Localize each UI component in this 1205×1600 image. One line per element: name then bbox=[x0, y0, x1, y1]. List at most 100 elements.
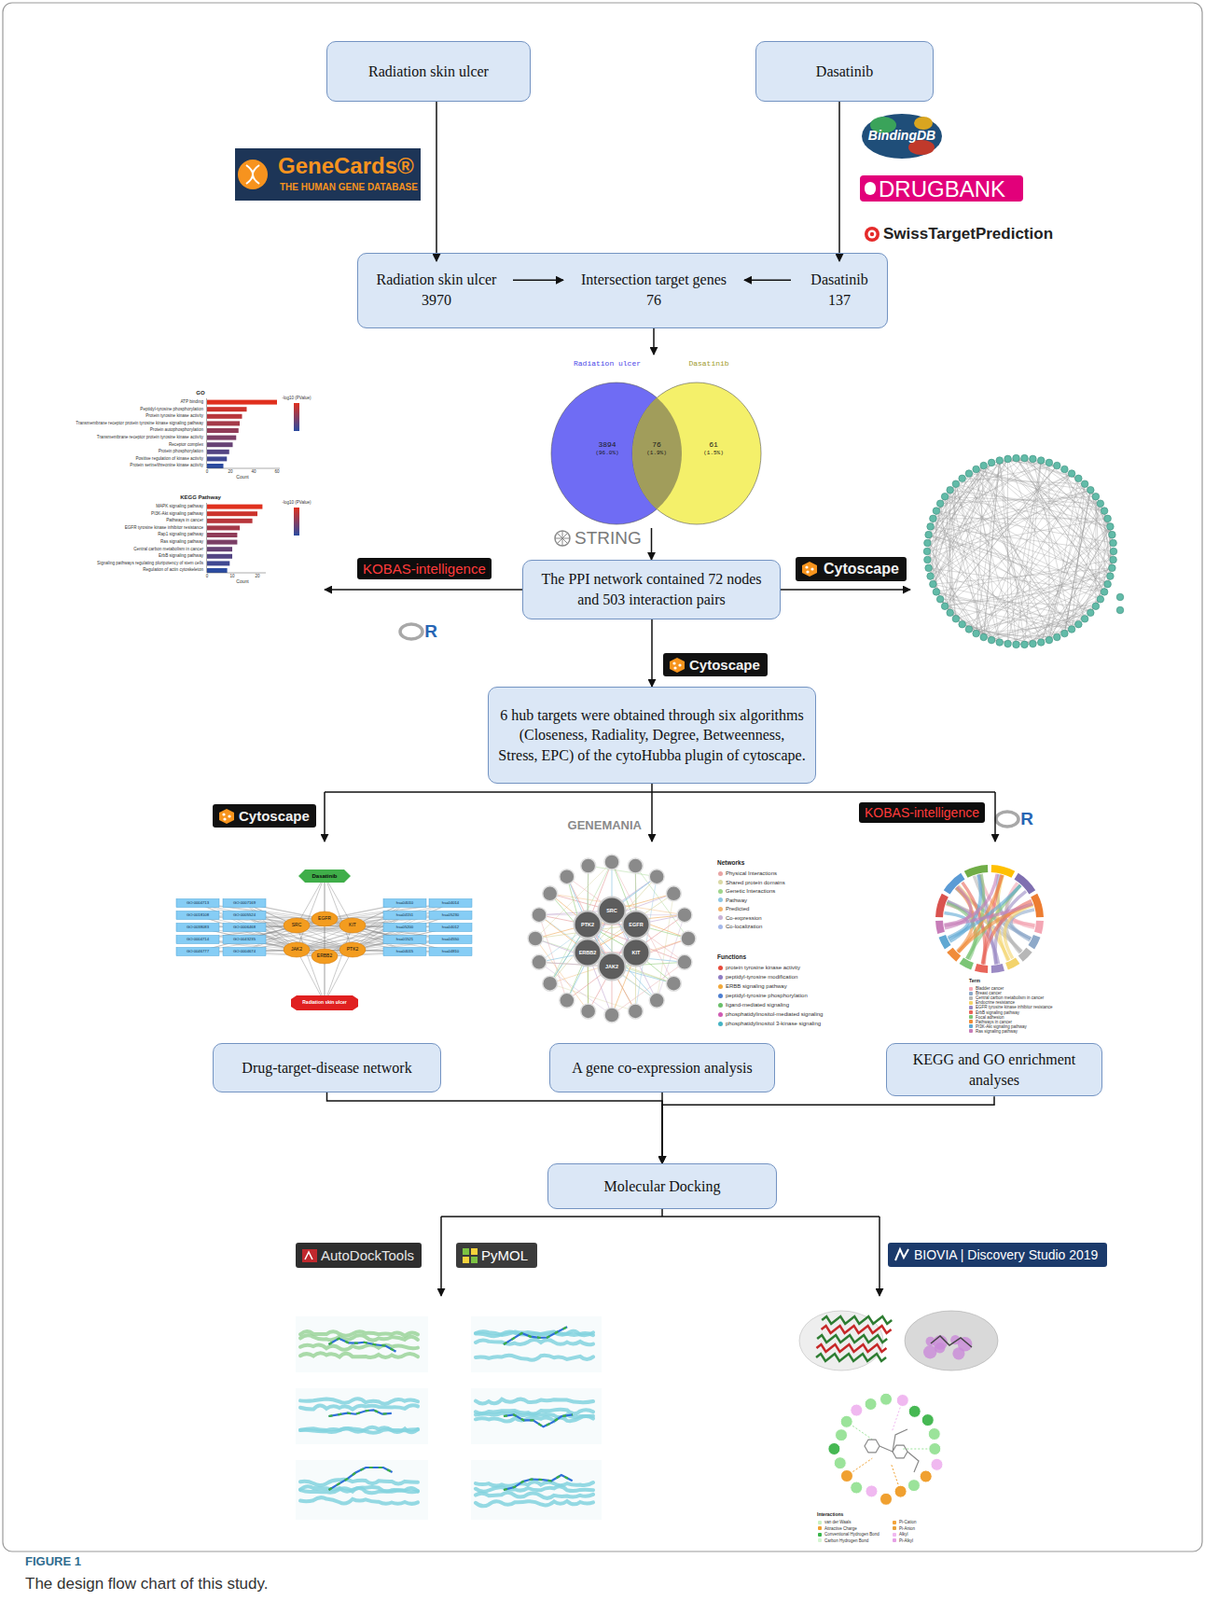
ppi-edge bbox=[1064, 489, 1091, 634]
protein-ribbon bbox=[300, 1479, 418, 1485]
ligand-stick bbox=[329, 1338, 397, 1352]
legend-text: Pi-Alkyl bbox=[899, 1537, 914, 1543]
label-box: Radiation ulcer bbox=[573, 359, 641, 368]
text-label: KOBAS-intelligence bbox=[864, 804, 980, 820]
logo: KOBAS-intelligence bbox=[357, 557, 492, 580]
text-label: ERBB2 bbox=[317, 952, 333, 958]
residue-disc bbox=[896, 1394, 909, 1407]
ppi-edge bbox=[930, 473, 1072, 577]
protein-ribbon bbox=[300, 1404, 418, 1409]
process-box: Drug-target-disease network bbox=[212, 1042, 442, 1093]
ppi-edge bbox=[1071, 473, 1114, 552]
ppi-node bbox=[924, 539, 932, 547]
logo-icon bbox=[217, 807, 236, 825]
ppi-node bbox=[1067, 625, 1076, 634]
label-box: PI3K-Akt signaling pathway bbox=[151, 511, 204, 516]
node-text: 76 bbox=[646, 290, 662, 311]
text-label: MAPK signaling pathway bbox=[155, 503, 204, 509]
axis bbox=[207, 572, 266, 574]
ppi-node bbox=[952, 614, 960, 623]
ppi-edge bbox=[991, 598, 1101, 640]
ppi-node bbox=[1029, 639, 1038, 648]
label-box: Signaling pathways regulating pluripoten… bbox=[96, 560, 204, 566]
label-box: Co-localization bbox=[725, 923, 762, 930]
ppi-edge bbox=[927, 518, 1109, 552]
text-label: hsa05230 bbox=[442, 912, 459, 917]
term-node bbox=[176, 899, 220, 908]
hub-node bbox=[339, 917, 366, 933]
ppi-node bbox=[965, 470, 973, 478]
legend-swatch bbox=[817, 1520, 822, 1524]
label-box: hsa04151 bbox=[396, 913, 414, 918]
ppi-node bbox=[1096, 595, 1105, 603]
text-label: 0 bbox=[206, 469, 209, 474]
logo-icon bbox=[300, 1246, 319, 1264]
term-node bbox=[222, 947, 266, 956]
label-box: BindingDB bbox=[868, 127, 936, 143]
text-label: KEGG Pathway bbox=[180, 494, 222, 500]
legend-text: Breast cancer bbox=[975, 990, 1002, 996]
flow-arrow bbox=[650, 791, 653, 842]
label-box: GO:0043235 bbox=[233, 937, 256, 942]
label-box: Protein phosphorylation bbox=[158, 448, 204, 454]
protein-helix bbox=[821, 1325, 892, 1333]
legend-text: Bladder cancer bbox=[975, 985, 1004, 991]
residue-disc bbox=[840, 1414, 853, 1427]
text-label: Interactions bbox=[817, 1510, 844, 1517]
connector bbox=[838, 101, 841, 262]
legend-swatch bbox=[718, 1011, 723, 1017]
text-label: GO:0004714 bbox=[186, 936, 209, 942]
label-group: Radiation skin ulcer3970 bbox=[361, 261, 512, 319]
label-box: Central carbon metabolism in cancer bbox=[975, 995, 1044, 1000]
text-label: SwissTargetPrediction bbox=[883, 224, 1053, 243]
label-box: Genetic Interactions bbox=[725, 887, 776, 895]
ppi-node bbox=[1107, 523, 1115, 531]
autodock-icon bbox=[302, 1248, 318, 1262]
text-label: Functions bbox=[717, 953, 747, 960]
text-label: Pathways in cancer bbox=[166, 517, 204, 523]
residue-disc bbox=[921, 1413, 934, 1427]
ppi-edge bbox=[991, 462, 1112, 535]
docking-panel bbox=[295, 1459, 429, 1520]
ppi-node bbox=[1116, 593, 1124, 601]
label-box: hsa04010 bbox=[396, 900, 414, 906]
legend-swatch bbox=[718, 965, 723, 970]
protein-helix bbox=[817, 1334, 887, 1343]
logo: BIOVIA | Discovery Studio 2019 bbox=[887, 1242, 1108, 1267]
text-label: Peptidyl-tyrosine phosphorylation bbox=[139, 406, 204, 412]
label-box: Pi-Alkyl bbox=[899, 1537, 914, 1543]
logo-icon bbox=[667, 656, 687, 674]
term-node bbox=[176, 911, 220, 920]
node-text: The PPI network contained 72 nodes and 5… bbox=[532, 568, 771, 610]
residue-disc bbox=[927, 1427, 941, 1441]
label-box: GO:0004714 bbox=[186, 937, 209, 942]
target-icon bbox=[868, 230, 877, 239]
chord-ribbon bbox=[995, 890, 1026, 964]
ppi-edge bbox=[1016, 591, 1106, 645]
label-box: Interactions bbox=[817, 1511, 844, 1518]
text-label: hsa04810 bbox=[442, 948, 459, 954]
text-label: hsa04550 bbox=[442, 936, 459, 942]
text-label: hsa04014 bbox=[442, 900, 459, 905]
flow-arrow bbox=[440, 1216, 443, 1296]
label-box: (96.0%) bbox=[595, 450, 619, 458]
connector bbox=[650, 619, 653, 687]
legend-swatch bbox=[969, 991, 973, 996]
gene-node bbox=[559, 992, 575, 1008]
label-box: Networks bbox=[717, 858, 745, 866]
drug-hexagon bbox=[298, 869, 351, 883]
label-box: Pathways in cancer bbox=[166, 517, 204, 523]
term-node bbox=[429, 923, 472, 932]
string-icon bbox=[554, 530, 570, 546]
term-node bbox=[383, 935, 427, 944]
protein-ribbon bbox=[300, 1352, 418, 1358]
text-label: BIOVIA | Discovery Studio 2019 bbox=[914, 1246, 1098, 1262]
ppi-node bbox=[1109, 547, 1118, 555]
ppi-edge bbox=[1094, 496, 1096, 607]
text-label: hsa05200 bbox=[396, 924, 414, 929]
protein-helix bbox=[816, 1343, 887, 1352]
ligand-stick bbox=[503, 1474, 573, 1490]
term-node bbox=[429, 935, 472, 944]
bar bbox=[207, 554, 233, 559]
